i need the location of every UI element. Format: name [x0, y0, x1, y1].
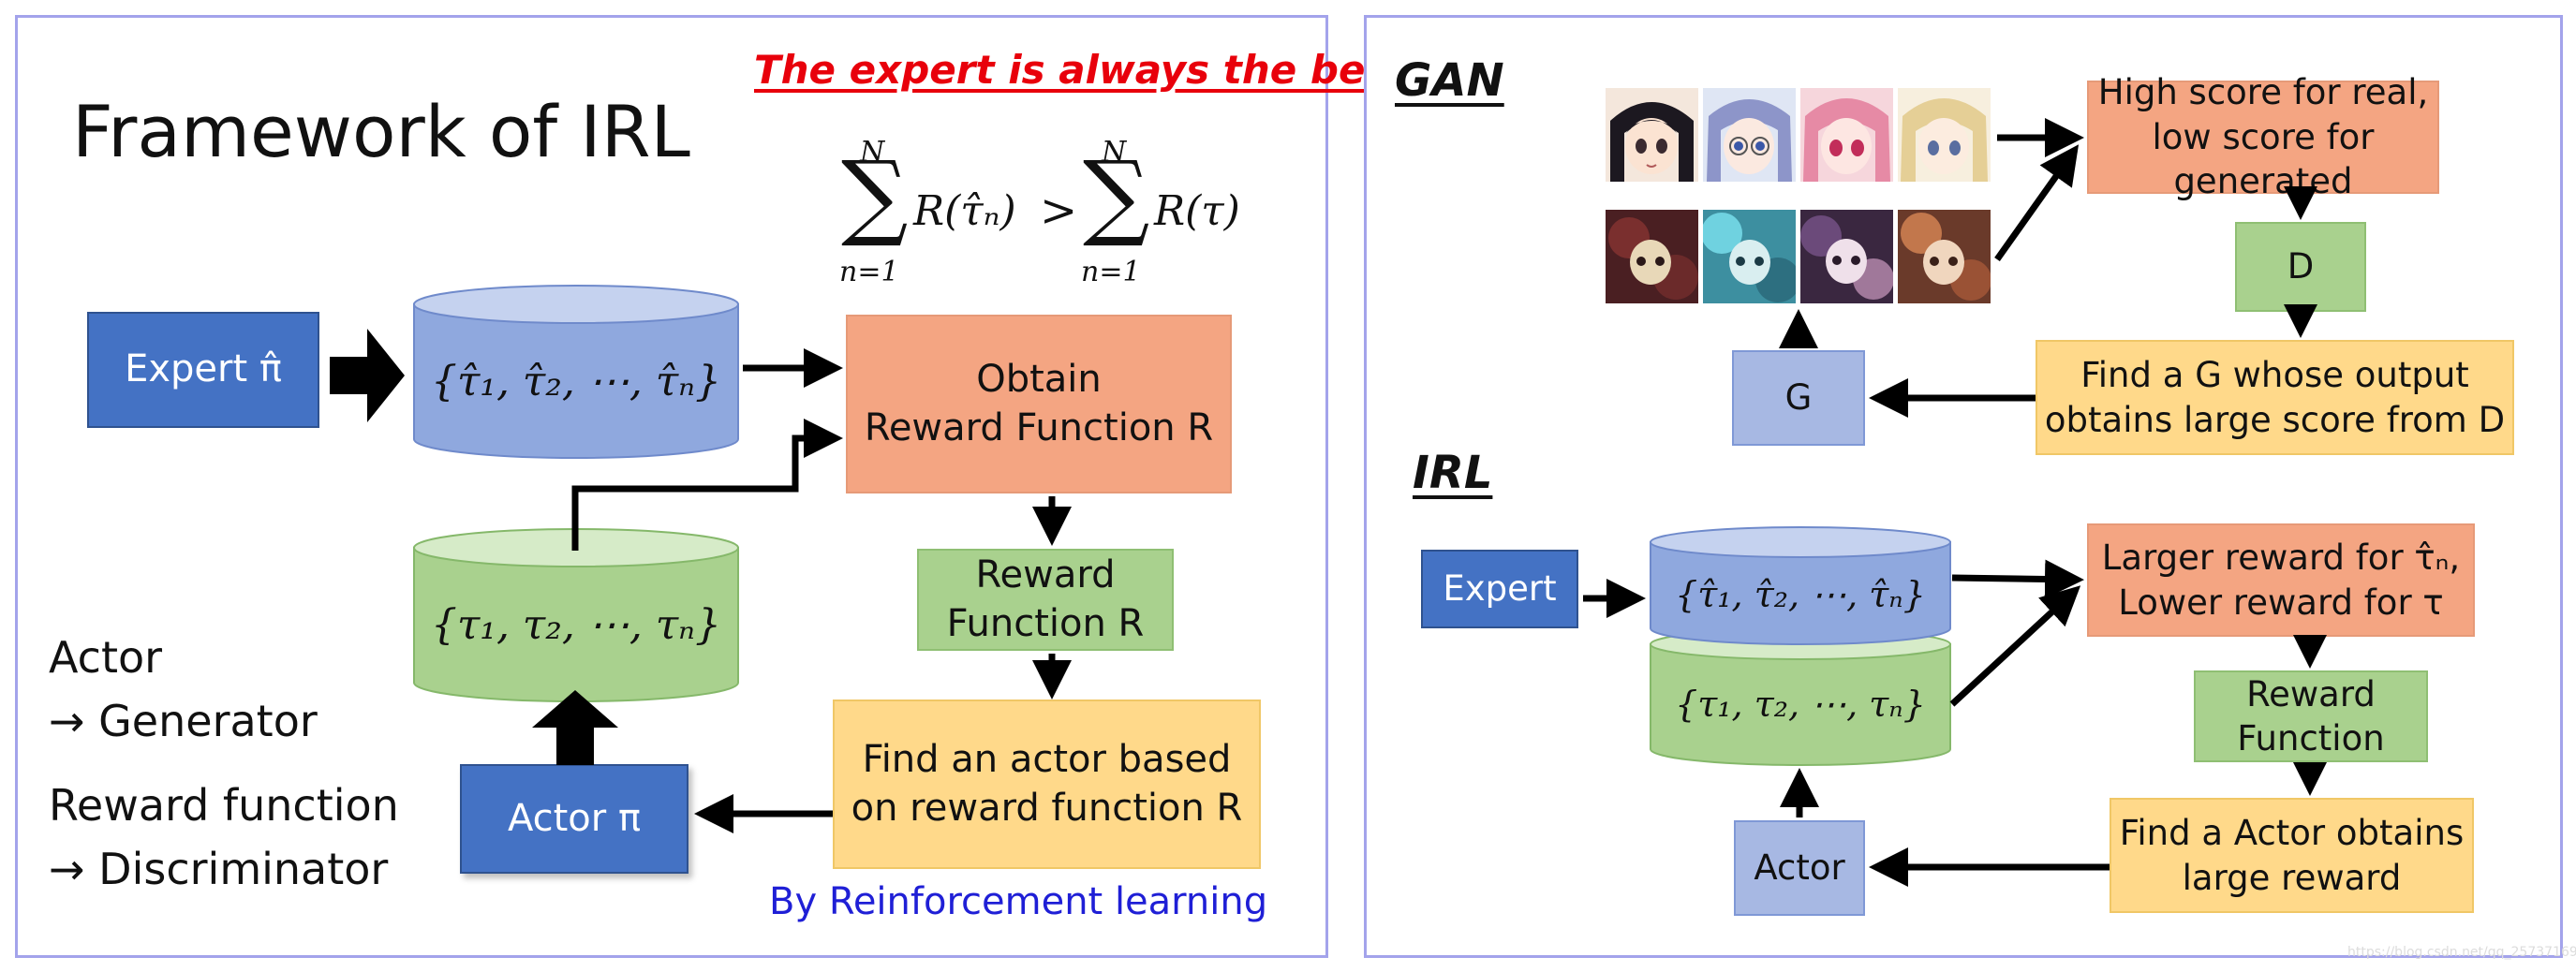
score-line-2: low score for generated [2152, 116, 2375, 202]
tagline-text: The expert is always the best [754, 47, 1408, 93]
framework-title: Framework of IRL [72, 90, 690, 173]
compare-line-1: Larger reward for τ̂ₙ, [2101, 538, 2461, 579]
irl-find-actor-line-2: large reward [2182, 857, 2402, 898]
irl-expert-trajectories-cylinder: {τ̂₁, τ̂₂, ⋯, τ̂ₙ} [1649, 525, 1952, 647]
actor-policy-box: Actor π [460, 764, 688, 874]
actor-trajectories-label: {τ₁, τ₂, ⋯, τₙ} [430, 600, 722, 649]
anime-face-dark-hair-icon [1606, 88, 1698, 182]
reward-inequality-formula: N ∑ n=1 R(τ̂ₙ) > N ∑ n=1 R(τ) [834, 136, 1265, 295]
irl-reward-line-2: Function [2237, 718, 2385, 758]
arrow-expert-traj-to-compare [1951, 559, 2084, 599]
real-faces-strip [1606, 88, 1993, 184]
score-line-1: High score for real, [2097, 72, 2429, 113]
source-watermark: https://blog.csdn.net/qq_25737169 [2347, 945, 2576, 960]
generated-face-orange-icon [1898, 210, 1991, 303]
note-discriminator: → Discriminator [49, 844, 389, 895]
note-generator: → Generator [49, 696, 318, 747]
discriminator-score-box: High score for real, low score for gener… [2087, 72, 2439, 201]
sum-lower-limit-right: n=1 [1081, 256, 1141, 288]
generated-face-red-icon [1606, 210, 1698, 303]
analogy-notes: Actor → Generator Reward function → Disc… [49, 626, 399, 901]
generator-box: G [1732, 350, 1865, 446]
irl-expert-box: Expert [1421, 550, 1578, 628]
irl-actor-box: Actor [1734, 820, 1865, 916]
anime-face-glasses-icon [1703, 88, 1796, 182]
arrow-generated-to-score [1994, 144, 2080, 262]
reward-line-2: Function R [946, 601, 1145, 645]
expert-trajectories-label: {τ̂₁, τ̂₂, ⋯, τ̂ₙ} [430, 357, 722, 405]
irl-find-actor-line-1: Find a Actor obtains [2119, 813, 2465, 854]
reinforcement-learning-note: By Reinforcement learning [769, 880, 1268, 923]
note-reward-function: Reward function [49, 780, 399, 832]
reward-function-box: Reward Function R [917, 549, 1174, 651]
note-actor: Actor [49, 632, 163, 683]
irl-reward-function-box: Reward Function [2194, 670, 2428, 762]
find-g-line-2: obtains large score from D [2044, 399, 2506, 440]
reward-comparison-box: Larger reward for τ̂ₙ, Lower reward for … [2087, 523, 2475, 637]
fat-arrow-right-icon [330, 329, 405, 422]
arrow-actor-traj-to-compare [1949, 585, 2081, 707]
left-connector-arrows [571, 348, 1072, 833]
sum-upper-limit-right: N [1102, 136, 1127, 169]
arrow-actor-traj-to-obtain [571, 419, 843, 551]
irl-reward-line-1: Reward [2246, 673, 2376, 714]
anime-face-pink-hair-icon [1800, 88, 1893, 182]
irl-expert-trajectories-label: {τ̂₁, τ̂₂, ⋯, τ̂ₙ} [1675, 574, 1926, 615]
sum-symbol-left: ∑ [841, 140, 909, 250]
sum-term-left: R(τ̂ₙ) [913, 187, 1016, 235]
expert-policy-box: Expert π̂ [87, 312, 319, 428]
irl-find-actor-box: Find a Actor obtains large reward [2110, 798, 2474, 913]
sum-symbol-right: ∑ [1083, 140, 1150, 250]
sum-lower-limit-left: n=1 [839, 256, 899, 288]
sum-upper-limit-left: N [860, 136, 885, 169]
find-actor-line-1: Find an actor based [862, 738, 1232, 782]
sum-term-right: R(τ) [1154, 187, 1240, 235]
generated-face-purple-icon [1800, 210, 1893, 303]
find-generator-box: Find a G whose output obtains large scor… [2036, 340, 2514, 455]
expert-trajectories-cylinder: {τ̂₁, τ̂₂, ⋯, τ̂ₙ} [412, 284, 740, 460]
obtain-line-1: Obtain [976, 358, 1102, 402]
obtain-reward-function-box: Obtain Reward Function R [846, 315, 1232, 493]
right-connector-arrows [1583, 118, 2327, 887]
irl-title: IRL [1413, 447, 1493, 499]
gan-title: GAN [1395, 54, 1504, 107]
compare-line-2: Lower reward for τ [2118, 582, 2444, 623]
anime-face-blonde-icon [1898, 88, 1991, 182]
generated-face-cyan-icon [1703, 210, 1796, 303]
generated-faces-strip [1606, 210, 1993, 305]
reward-line-1: Reward [975, 553, 1116, 597]
find-actor-box: Find an actor based on reward function R [833, 700, 1261, 869]
find-g-line-1: Find a G whose output [2080, 355, 2469, 396]
obtain-line-2: Reward Function R [864, 405, 1214, 449]
fat-arrow-up-icon [532, 690, 618, 765]
actor-trajectories-cylinder: {τ₁, τ₂, ⋯, τₙ} [412, 527, 740, 703]
inequality-operator: > [1040, 184, 1078, 237]
irl-actor-trajectories-label: {τ₁, τ₂, ⋯, τₙ} [1675, 684, 1926, 725]
find-actor-line-2: on reward function R [851, 786, 1243, 830]
